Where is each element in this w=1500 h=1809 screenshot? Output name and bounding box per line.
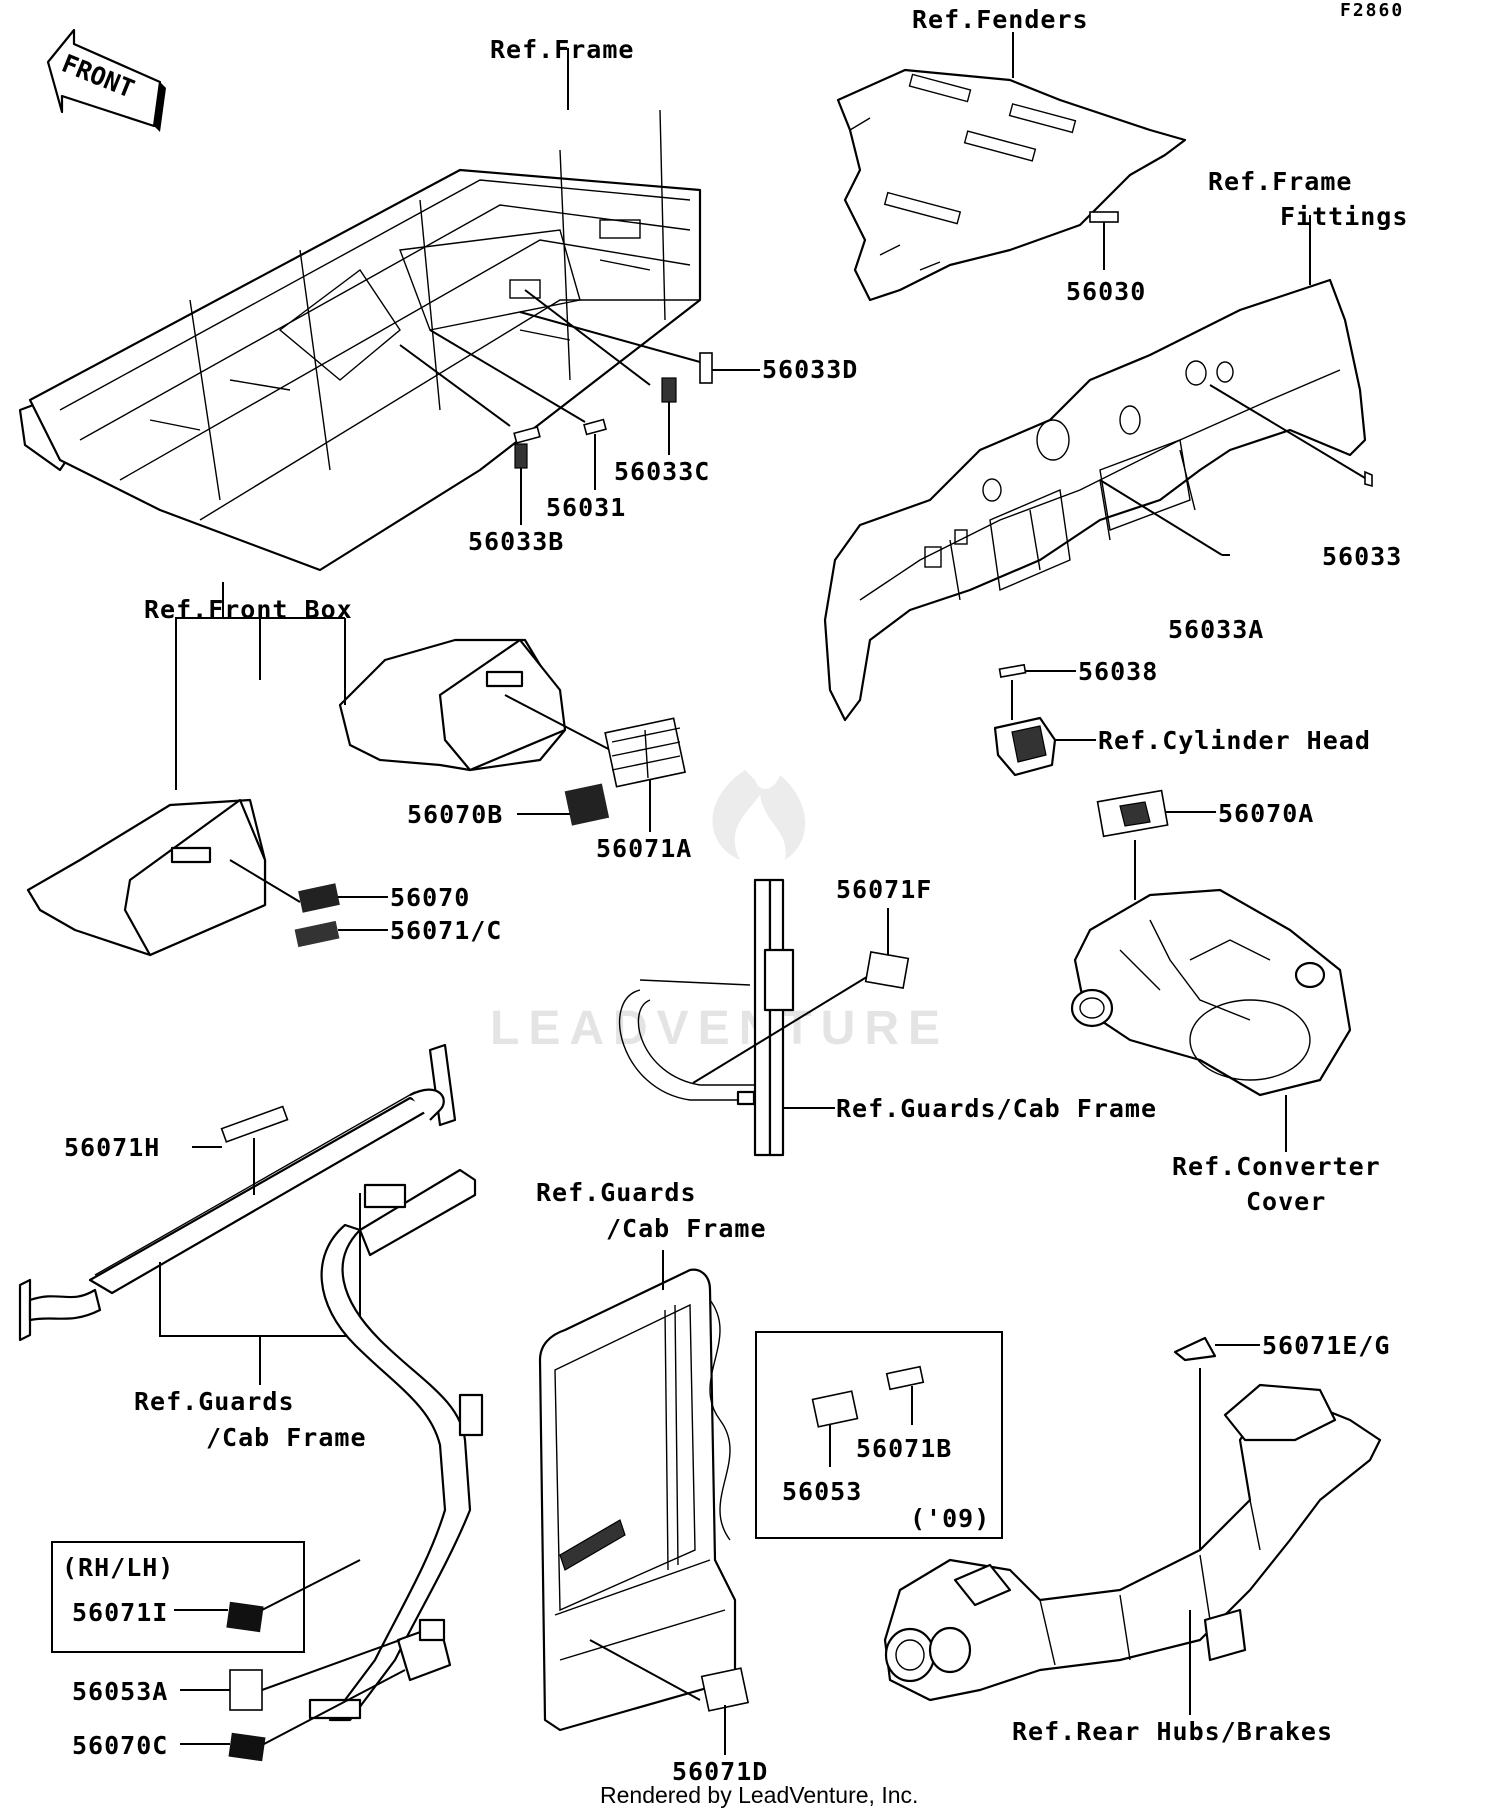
ref-guards-left-label-1: Ref.Guards	[134, 1387, 295, 1416]
guards-door-drawing	[538, 1250, 750, 1755]
part-56033A: 56033A	[1168, 615, 1264, 644]
year-box	[755, 1331, 1003, 1539]
frame-fittings-drawing	[823, 215, 1373, 722]
ref-frame-fittings-label-2: Fittings	[1280, 202, 1408, 231]
part-56038: 56038	[1078, 657, 1158, 686]
front-arrow-icon: FRONT	[46, 28, 166, 132]
watermark-text: LEADVENTURE	[490, 1002, 949, 1055]
part-56071B: 56071B	[856, 1434, 952, 1463]
ref-guards-door-label-1: Ref.Guards	[536, 1178, 697, 1207]
guards-left-drawing	[18, 1043, 484, 1722]
ref-fenders-label: Ref.Fenders	[912, 5, 1089, 34]
part-56071E: 56071E/G	[1262, 1331, 1390, 1360]
ref-converter-label-2: Cover	[1246, 1187, 1326, 1216]
ref-converter-label-1: Ref.Converter	[1172, 1152, 1381, 1181]
part-56053: 56053	[782, 1477, 862, 1506]
part-56070B: 56070B	[407, 800, 503, 829]
ref-guards-left-label-2: /Cab Frame	[206, 1423, 367, 1452]
ref-frame-label: Ref.Frame	[490, 35, 634, 64]
part-56071H: 56071H	[64, 1133, 160, 1162]
rhlh-label: (RH/LH)	[62, 1553, 174, 1582]
part-56033C: 56033C	[614, 457, 710, 486]
part-56033D: 56033D	[762, 355, 858, 384]
front-box-drawing	[26, 582, 619, 957]
year-label: ('09)	[910, 1504, 990, 1533]
part-56070A: 56070A	[1218, 799, 1314, 828]
fenders-drawing	[836, 32, 1187, 302]
figure-code: F2860	[1340, 0, 1404, 21]
part-56031: 56031	[546, 493, 626, 522]
converter-cover-drawing	[1070, 789, 1352, 1152]
watermark: LEADVENTURE	[490, 770, 949, 1055]
part-56071D: 56071D	[672, 1757, 768, 1786]
frame-drawing	[18, 48, 702, 572]
ref-rear-hubs-label: Ref.Rear Hubs/Brakes	[1012, 1717, 1333, 1746]
rear-hubs-drawing	[883, 1336, 1382, 1715]
ref-guards-mid-label: Ref.Guards/Cab Frame	[836, 1094, 1157, 1123]
frame-decals	[513, 352, 760, 525]
part-56030: 56030	[1066, 277, 1146, 306]
part-56071F: 56071F	[836, 875, 932, 904]
part-56053A: 56053A	[72, 1677, 168, 1706]
ref-front-box-label: Ref.Front Box	[144, 595, 353, 624]
ref-cylinder-head-label: Ref.Cylinder Head	[1098, 726, 1371, 755]
part-56070: 56070	[390, 883, 470, 912]
part-56033: 56033	[1322, 542, 1402, 571]
pillar-decals	[180, 1639, 406, 1762]
guards-middle-drawing	[618, 878, 910, 1157]
footer-credit: Rendered by LeadVenture, Inc.	[600, 1782, 918, 1808]
ref-guards-door-label-2: /Cab Frame	[606, 1214, 767, 1243]
part-56071A: 56071A	[596, 834, 692, 863]
cylinder-head-drawing	[993, 663, 1096, 777]
part-56033B: 56033B	[468, 527, 564, 556]
part-56071C: 56071/C	[390, 916, 502, 945]
front-box-decals	[294, 717, 687, 948]
part-56070C: 56070C	[72, 1731, 168, 1760]
ref-frame-fittings-label-1: Ref.Frame	[1208, 167, 1352, 196]
rhlh-box	[51, 1541, 361, 1653]
part-56071I: 56071I	[72, 1598, 168, 1627]
